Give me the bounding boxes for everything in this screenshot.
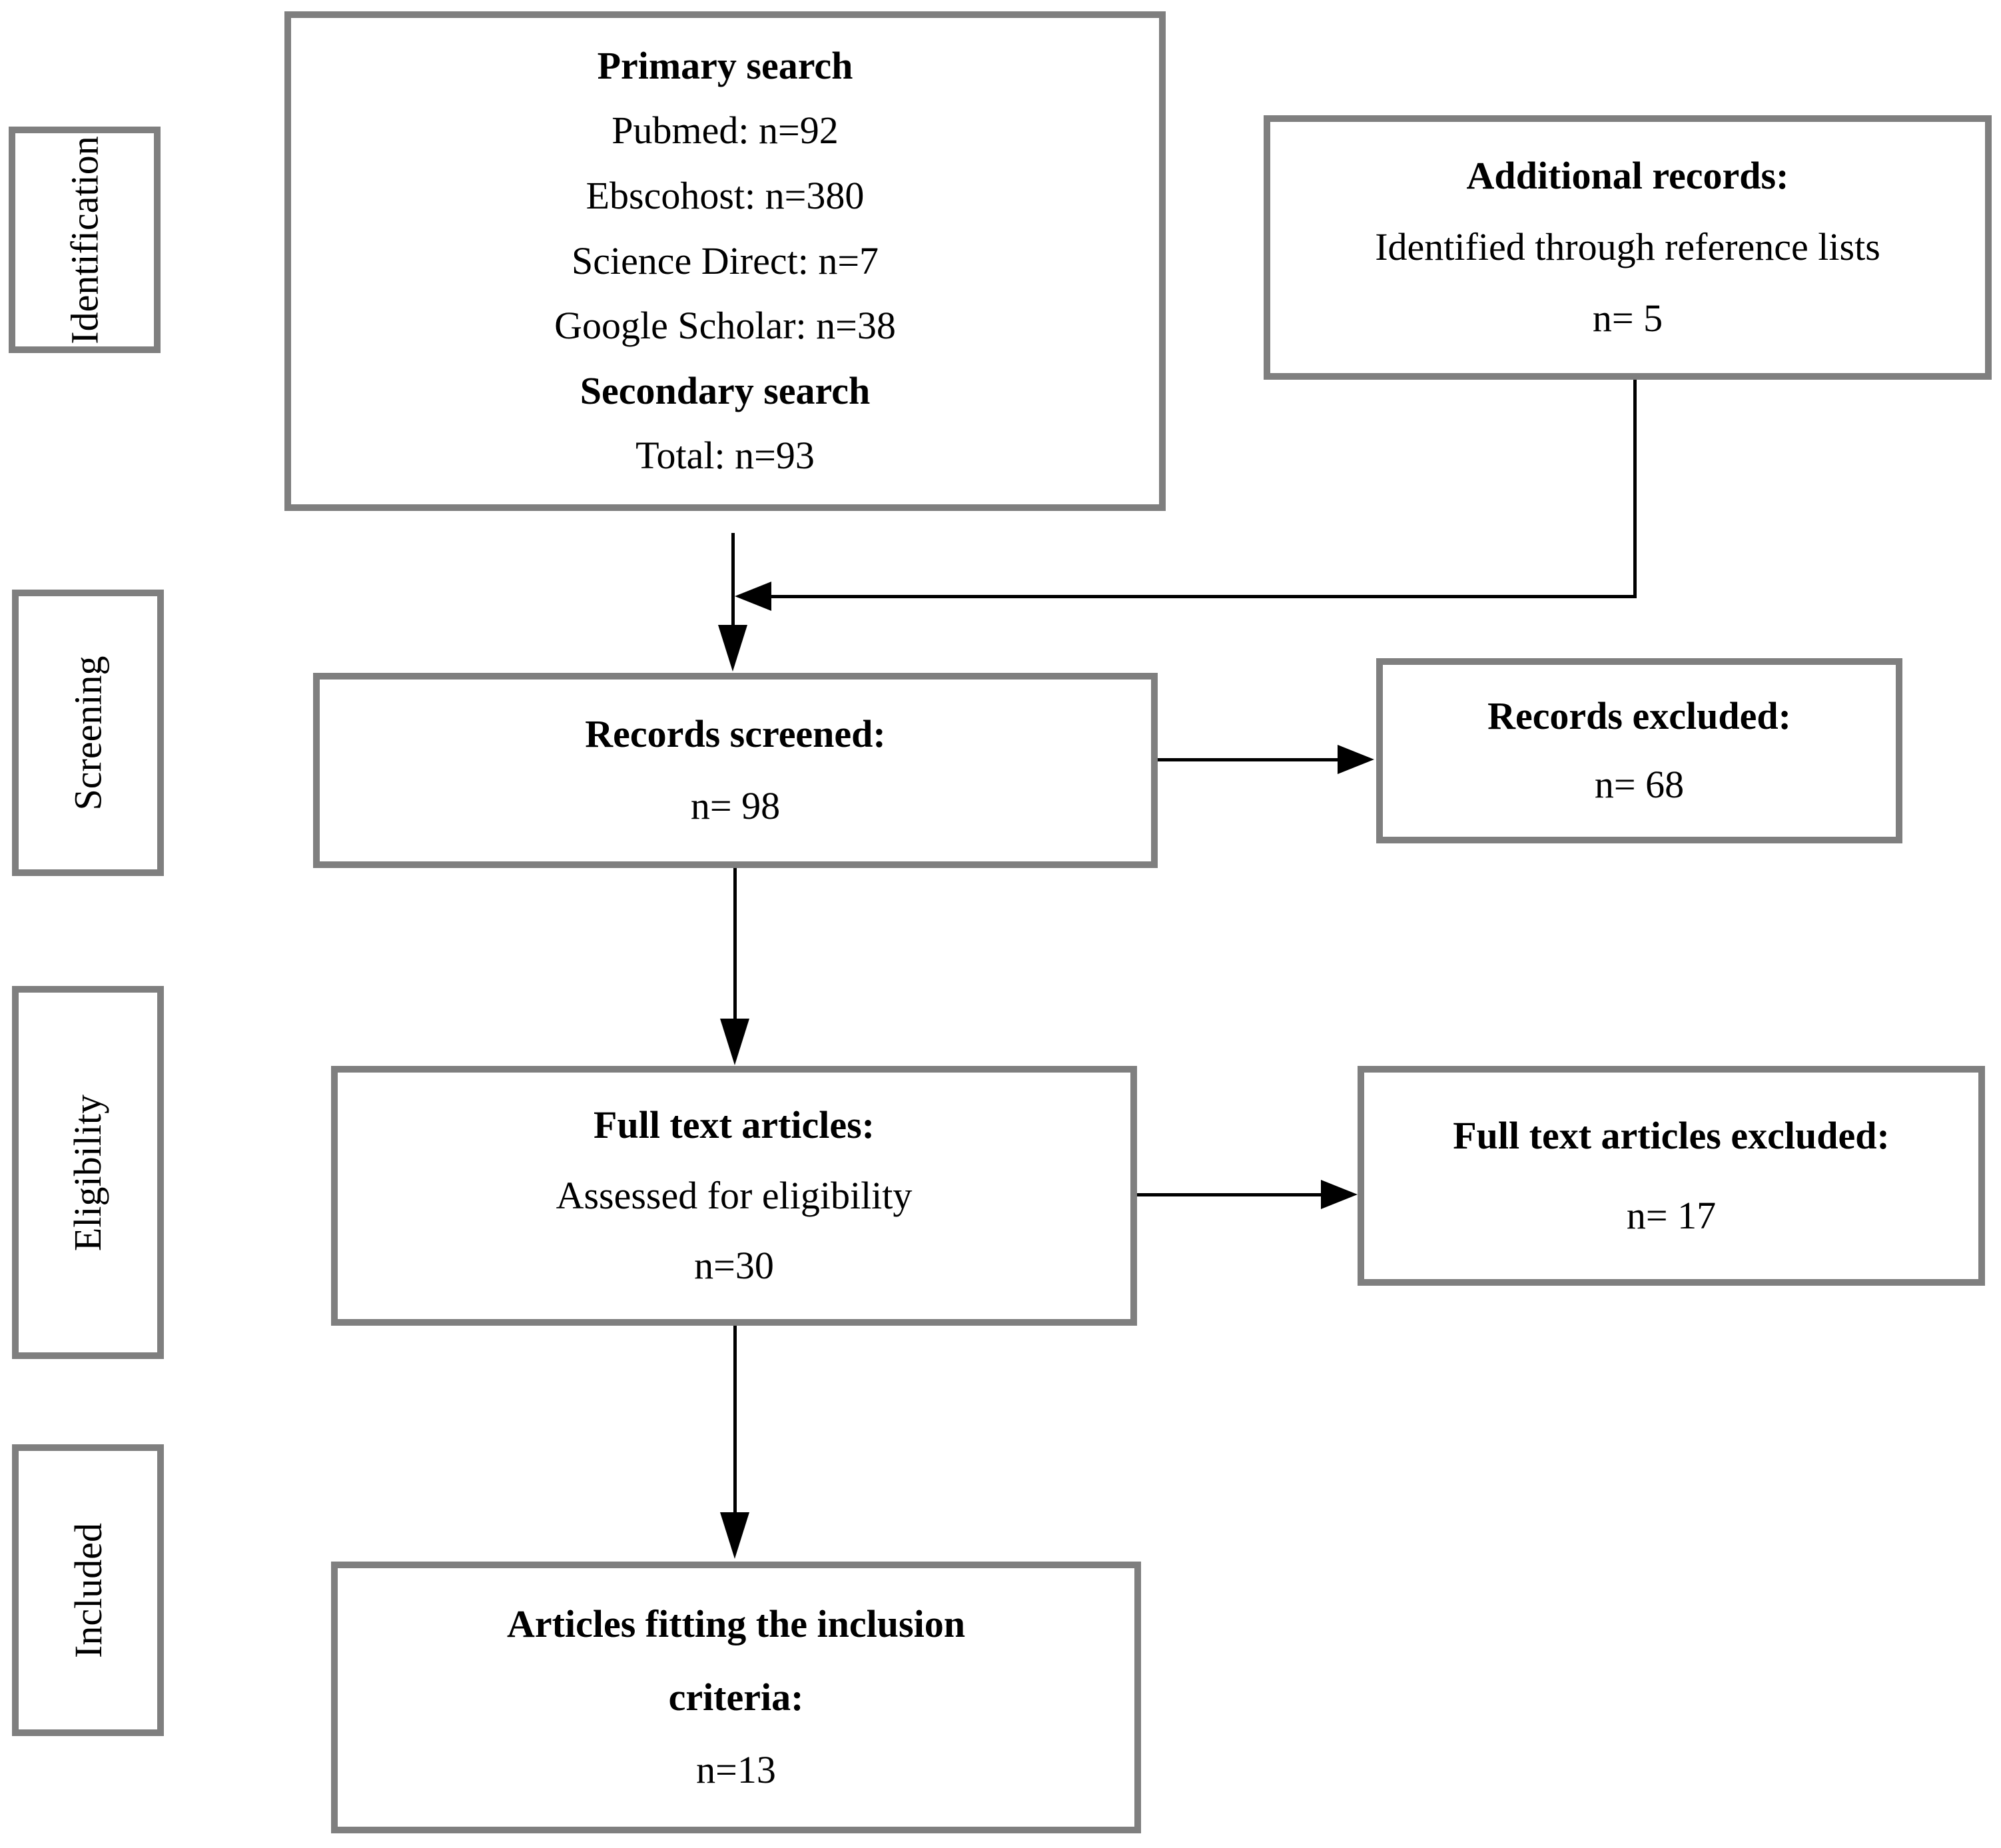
stage-label-included: Included [66,1522,110,1658]
stage-label-screening: Screening [66,656,110,810]
full-text-articles-box: Full text articles: Assessed for eligibi… [331,1066,1137,1326]
included-articles-title-line1: Articles fitting the inclusion [507,1602,965,1645]
arrow-primary-to-screened-line [731,533,735,626]
stage-box-eligibility: Eligibility [12,986,164,1359]
records-screened-box: Records screened: n= 98 [313,673,1158,868]
records-excluded-count: n= 68 [1594,763,1685,807]
arrow-fulltext-to-ftexcluded-line [1137,1193,1322,1196]
arrow-additional-records-vertical-line [1633,380,1637,598]
arrow-left-icon [735,582,771,611]
arrow-down-icon [720,1512,749,1559]
stage-label-eligibility: Eligibility [66,1094,110,1251]
primary-search-box: Primary search Pubmed: n=92 Ebscohost: n… [284,11,1166,511]
arrow-right-icon [1338,745,1374,774]
additional-records-box: Additional records: Identified through r… [1264,115,1992,380]
full-text-excluded-count: n= 17 [1626,1193,1717,1237]
included-articles-count: n=13 [696,1748,776,1792]
secondary-search-title: Secondary search [580,368,871,412]
additional-records-title: Additional records: [1466,154,1789,198]
arrow-right-icon [1321,1180,1358,1209]
source-science-direct: Science Direct: n=7 [571,238,879,282]
primary-search-title: Primary search [597,43,853,87]
records-screened-title: Records screened: [585,712,886,756]
additional-records-count: n= 5 [1592,296,1663,340]
stage-label-identification: Identification [63,135,107,344]
records-excluded-box: Records excluded: n= 68 [1376,658,1902,843]
full-text-title: Full text articles: [594,1103,875,1147]
full-text-count: n=30 [694,1243,774,1287]
records-excluded-title: Records excluded: [1487,694,1791,738]
included-articles-box: Articles fitting the inclusion criteria:… [331,1562,1141,1833]
full-text-excluded-box: Full text articles excluded: n= 17 [1358,1066,1985,1286]
arrow-down-icon [718,625,747,672]
additional-records-subtitle: Identified through reference lists [1375,225,1880,269]
stage-box-identification: Identification [9,127,161,353]
stage-box-screening: Screening [12,590,164,876]
included-articles-title-line2: criteria: [668,1675,804,1719]
source-pubmed: Pubmed: n=92 [611,109,839,153]
arrow-down-icon [720,1019,749,1065]
search-total: Total: n=93 [635,434,815,478]
source-google-scholar: Google Scholar: n=38 [554,304,896,348]
arrow-screened-to-excluded-line [1158,758,1339,761]
arrow-fulltext-to-included-line [733,1326,737,1514]
source-ebscohost: Ebscohost: n=380 [586,174,865,218]
arrow-additional-records-horizontal-line [767,595,1637,598]
records-screened-count: n= 98 [690,784,781,828]
arrow-screened-to-fulltext-line [733,868,737,1020]
stage-box-included: Included [12,1444,164,1736]
full-text-subtitle: Assessed for eligibility [556,1173,913,1217]
full-text-excluded-title: Full text articles excluded: [1453,1113,1890,1157]
